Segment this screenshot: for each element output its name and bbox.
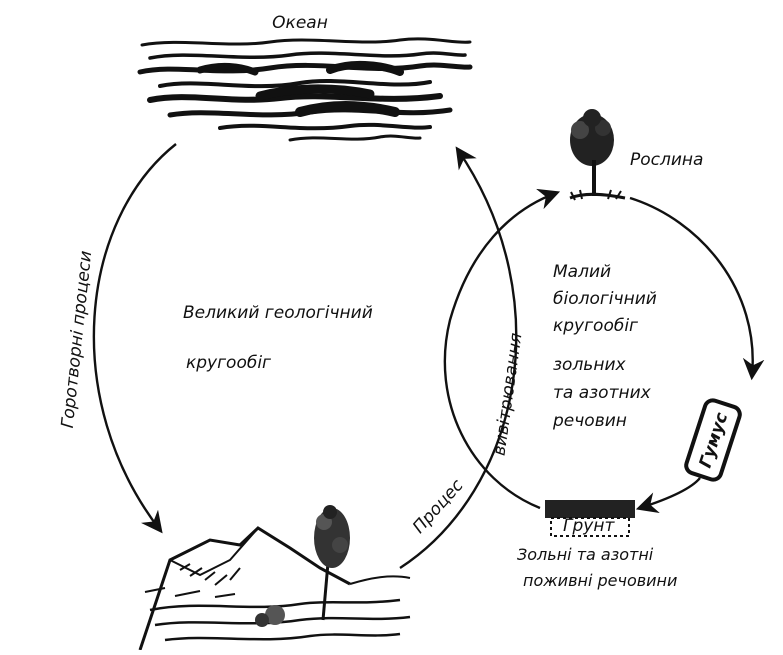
ocean-illustration xyxy=(140,39,470,140)
small-cycle-line3: кругообіг xyxy=(553,316,638,336)
tree-icon xyxy=(255,505,350,627)
small-cycle-line1: Малий xyxy=(553,262,611,282)
small-cycle-line6: речовин xyxy=(552,411,627,431)
ocean-label: Океан xyxy=(272,13,328,33)
small-cycle-line2: біологічний xyxy=(553,289,657,309)
small-cycle-line4: зольних xyxy=(553,355,626,375)
weathering-arrow xyxy=(400,150,516,568)
mountain-processes-arrow xyxy=(94,144,176,530)
small-cycle-line5: та азотних xyxy=(553,383,652,403)
big-cycle-line1: Великий геологічний xyxy=(183,303,373,323)
mountains-illustration xyxy=(140,528,410,650)
nutrients-line1: Зольні та азотні xyxy=(517,545,654,564)
mountain-processes-label: Горотворні процеси xyxy=(58,250,97,429)
plant-icon xyxy=(570,109,625,200)
big-cycle-line2: кругообіг xyxy=(186,353,271,373)
humus-to-soil-arrow xyxy=(640,478,700,508)
weathering-label-word1: Процес xyxy=(409,475,468,537)
plant-label: Рослина xyxy=(630,150,703,170)
plant-to-humus-arrow xyxy=(630,198,753,376)
humus-box: Гумус xyxy=(684,398,742,481)
nutrients-line2: поживні речовини xyxy=(523,571,677,590)
soil-label: Грунт xyxy=(563,516,615,536)
weathering-label-word2: вивітрювання xyxy=(490,332,527,457)
